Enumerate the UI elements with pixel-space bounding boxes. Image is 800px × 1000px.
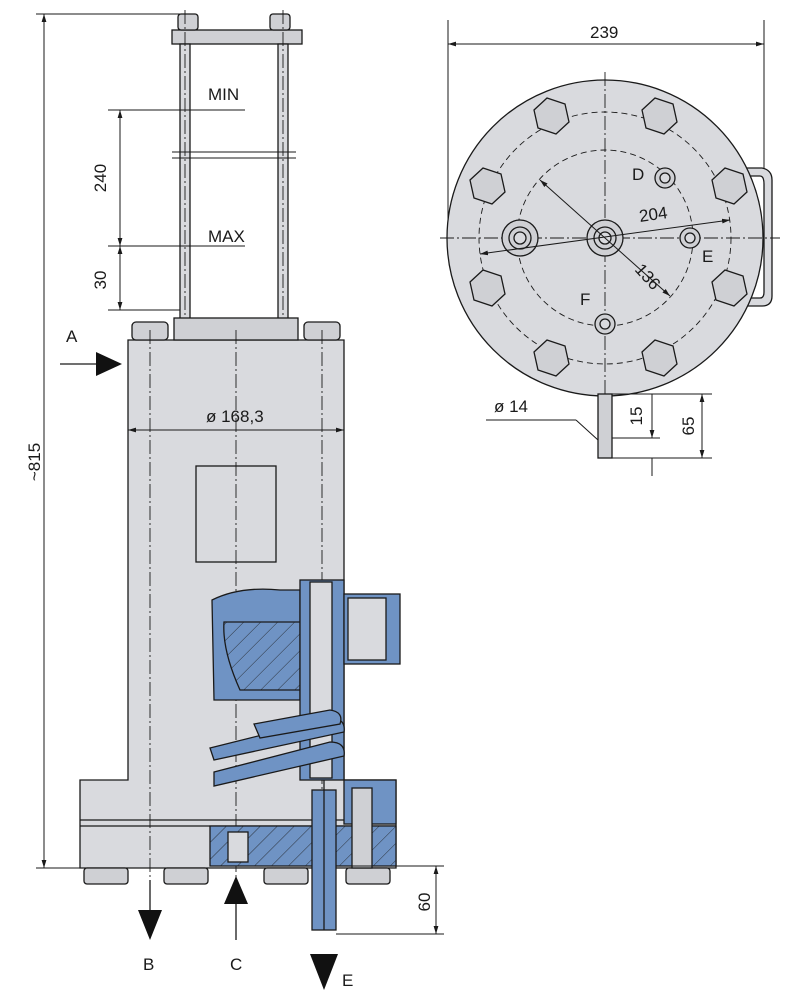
section-cut [209,579,401,931]
stroke-dimensions: 240 30 MIN MAX [91,85,245,311]
flange-bolts [469,97,748,377]
top-view: 239 [440,20,780,476]
arrow-down-icon [138,910,162,940]
port-e-side-label: E [342,971,353,990]
port-e-side: E [310,954,353,990]
port-b: B [138,880,162,974]
pipe-diameter-label: ø 14 [494,397,528,416]
arrow-down-icon [310,954,338,990]
port-c: C [224,876,248,974]
width-dimension: 239 [447,20,765,230]
arrow-right-icon [96,352,122,376]
pipe-long-label: 65 [679,417,698,436]
port-d-label: D [632,165,644,184]
reserve-label: 30 [91,271,110,290]
overall-height-dimension: ~815 [25,13,180,869]
stroke-label: 240 [91,164,110,192]
arrow-up-icon [224,876,248,904]
port-f-label: F [580,290,590,309]
port-e-label: E [702,247,713,266]
pipe: ø 14 15 65 [486,393,712,476]
bolt-circle-label: 204 [638,203,669,226]
diameter-dimension: ø 168,3 [128,407,344,433]
diameter-label: ø 168,3 [206,407,264,426]
port-a-label: A [66,327,78,346]
overall-height-label: ~815 [25,443,44,481]
tie-rods [171,10,303,330]
width-label: 239 [590,23,618,42]
pipe-short-label: 15 [627,407,646,426]
port-a: A [60,327,122,376]
max-label: MAX [208,227,245,246]
side-view: ~815 240 30 MIN MAX [25,10,444,990]
outlet-length-label: 60 [415,893,434,912]
min-label: MIN [208,85,239,104]
port-b-label: B [143,955,154,974]
outlet-dimension: 60 [336,865,444,935]
port-c-label: C [230,955,242,974]
